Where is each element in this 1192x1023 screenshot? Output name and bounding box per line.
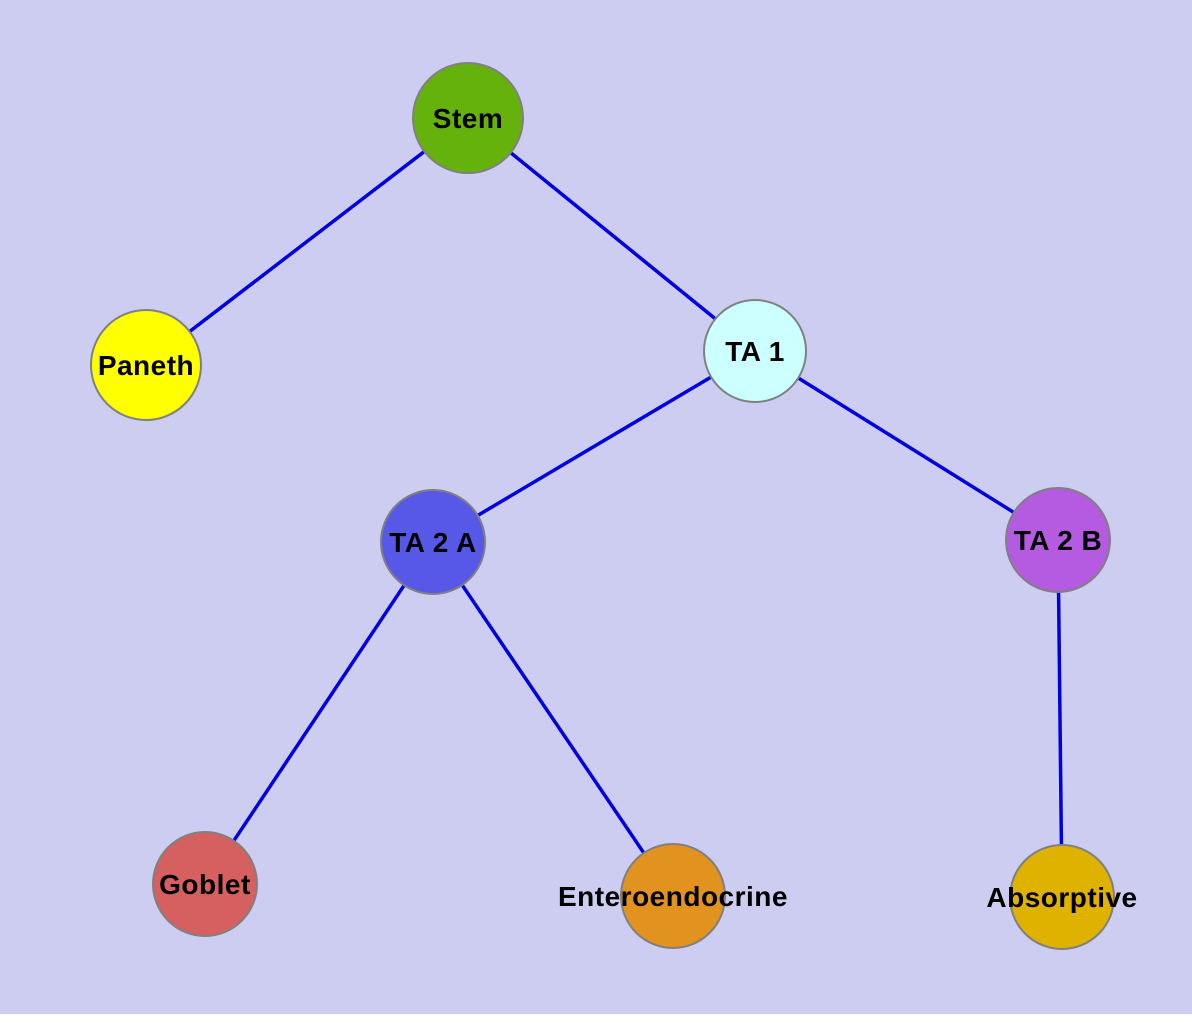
edge-ta-1-to-ta-2-b[interactable]: [754, 349, 1059, 542]
edge-ta-2-b-to-absorptive[interactable]: [1056, 539, 1064, 898]
edge-ta-1-to-ta-2-a[interactable]: [432, 349, 756, 544]
node-stem[interactable]: Stem: [412, 62, 524, 174]
edge-ta-2-a-to-enteroendocrine[interactable]: [431, 541, 675, 897]
node-circle-absorptive[interactable]: [1009, 844, 1115, 950]
node-goblet[interactable]: Goblet: [152, 831, 258, 937]
node-circle-paneth[interactable]: [90, 309, 202, 421]
node-circle-ta-2-a[interactable]: [380, 489, 486, 595]
node-ta-2-a[interactable]: TA 2 A: [380, 489, 486, 595]
edge-ta-2-a-to-goblet[interactable]: [203, 541, 435, 885]
node-circle-goblet[interactable]: [152, 831, 258, 937]
edge-stem-to-paneth[interactable]: [144, 116, 470, 367]
node-circle-ta-1[interactable]: [703, 299, 807, 403]
node-ta-1[interactable]: TA 1: [703, 299, 807, 403]
node-paneth[interactable]: Paneth: [90, 309, 202, 421]
node-circle-ta-2-b[interactable]: [1005, 487, 1111, 593]
edge-stem-to-ta-1[interactable]: [466, 116, 757, 353]
node-circle-enteroendocrine[interactable]: [620, 843, 726, 949]
node-circle-stem[interactable]: [412, 62, 524, 174]
node-ta-2-b[interactable]: TA 2 B: [1005, 487, 1111, 593]
